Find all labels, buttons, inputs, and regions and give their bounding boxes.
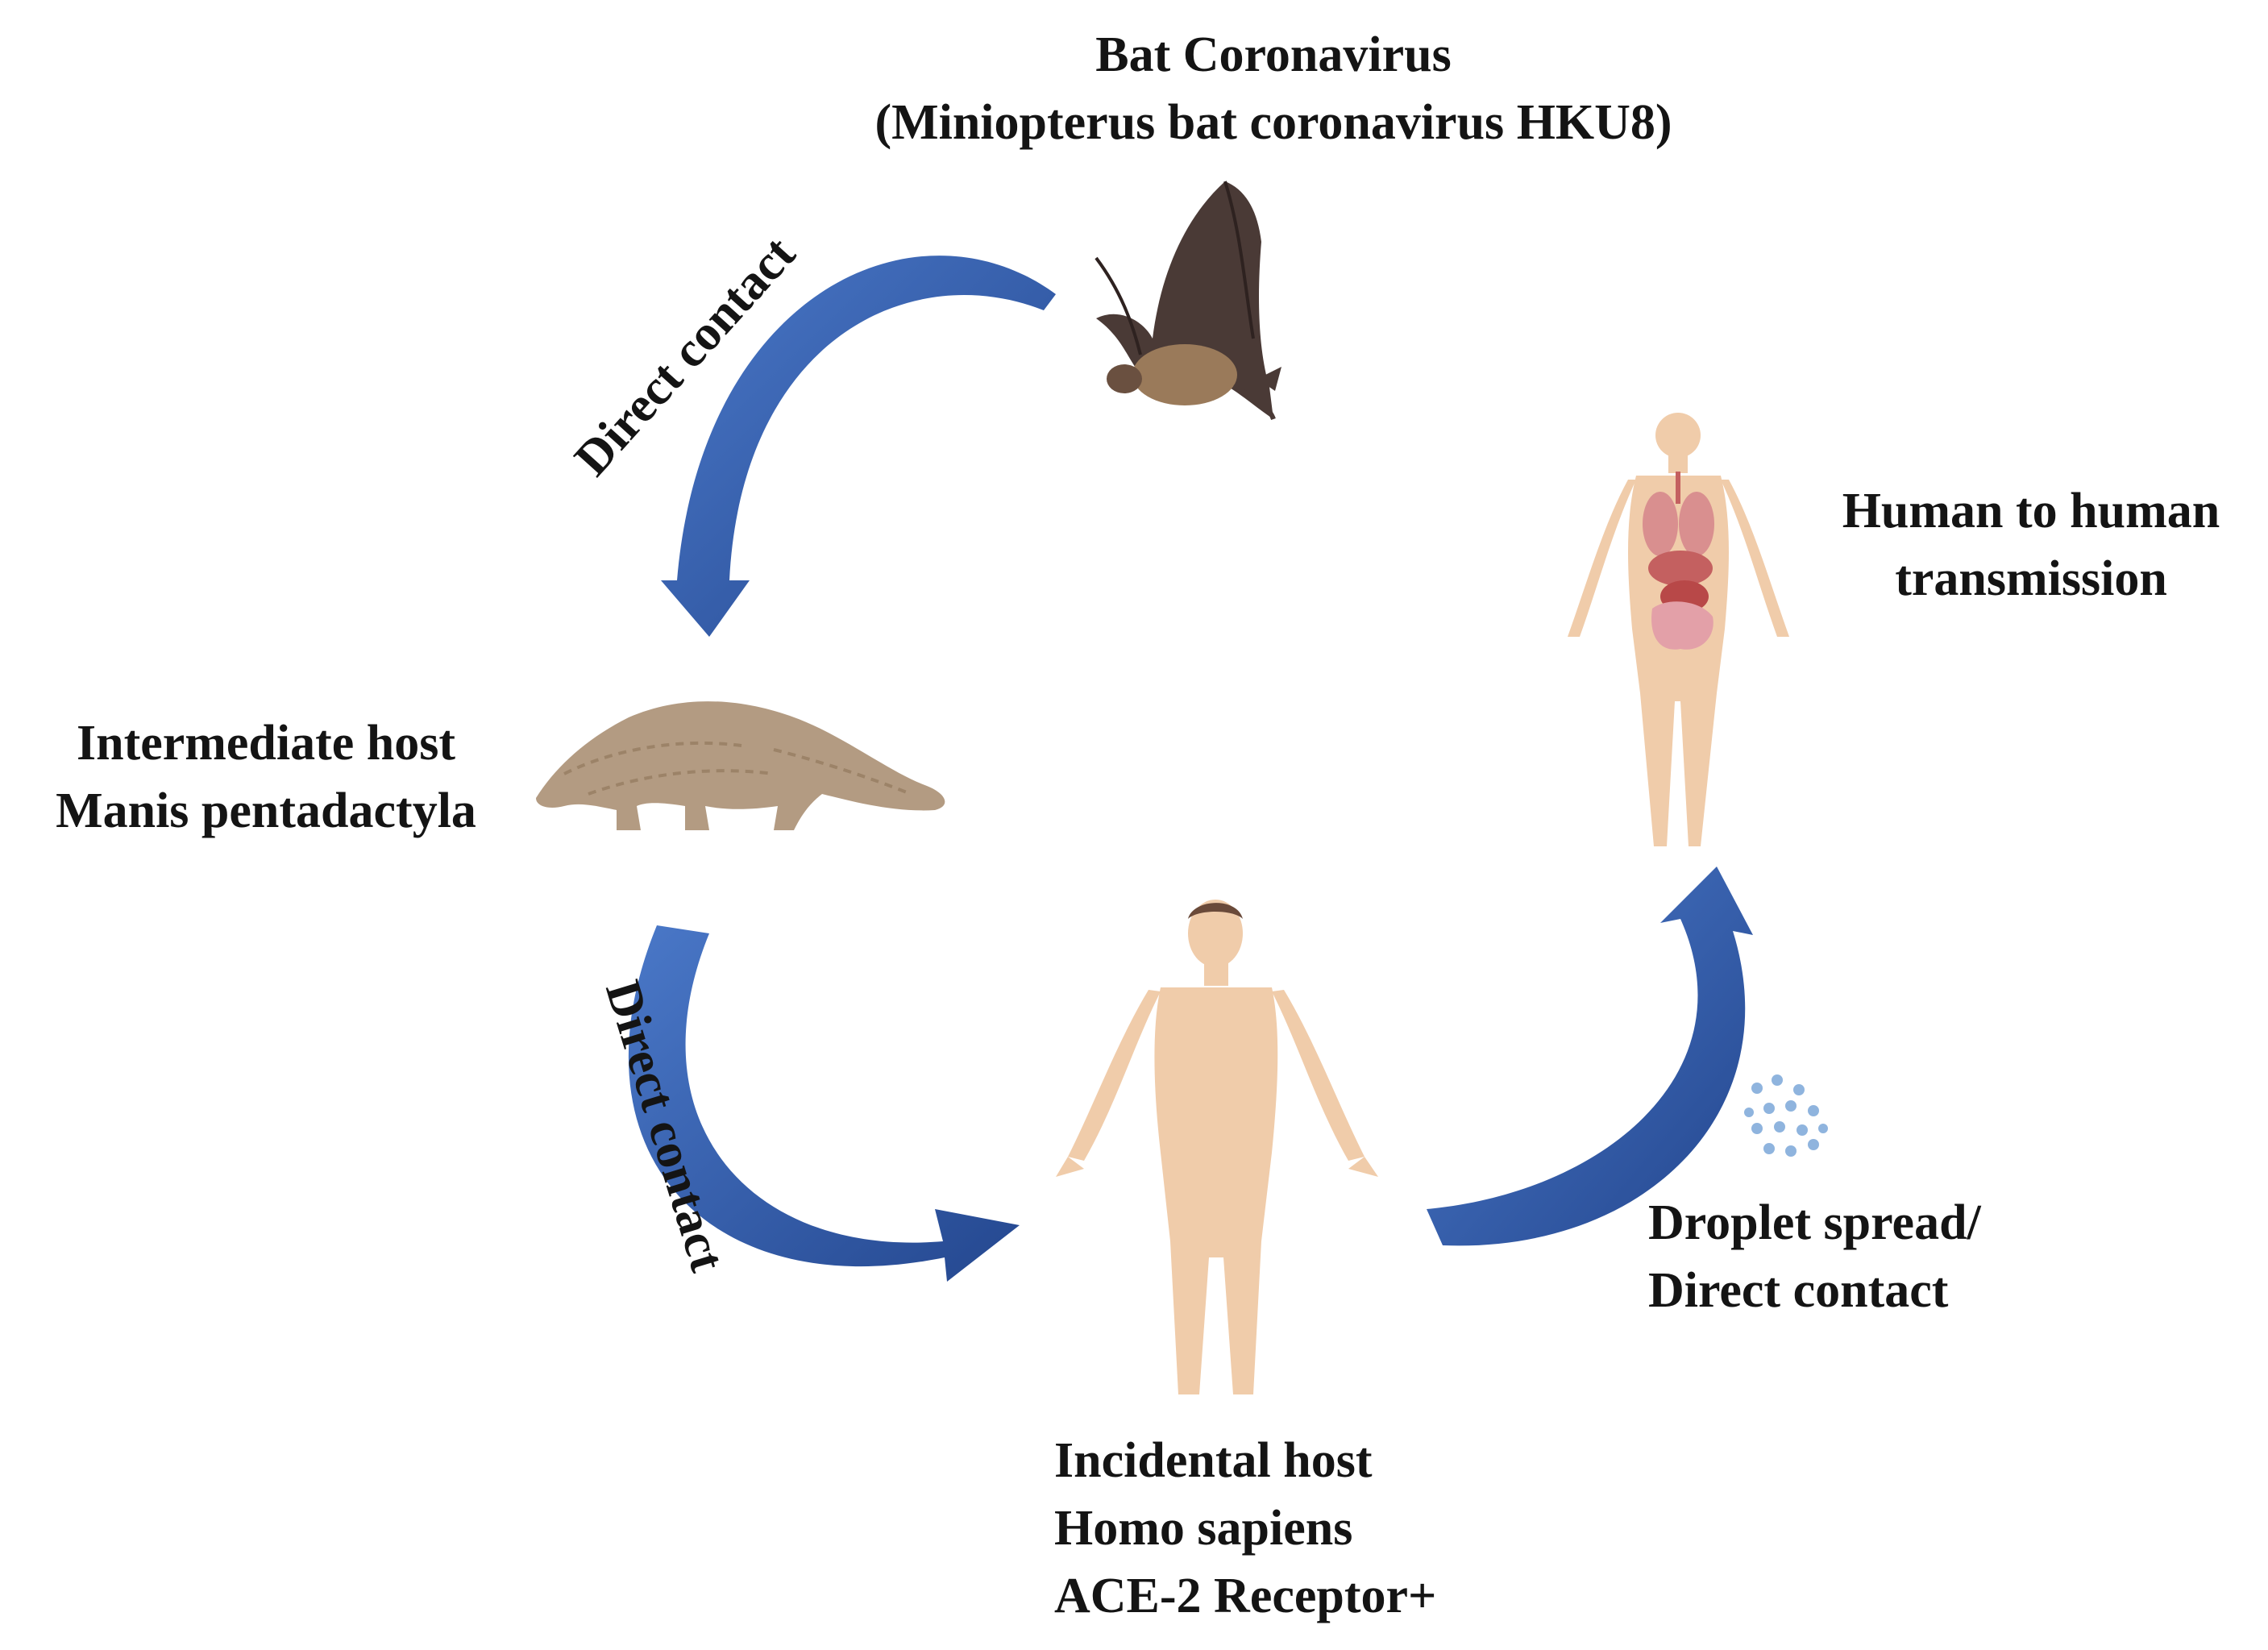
incidental-host-line2: Homo sapiens <box>1054 1501 1353 1556</box>
arrow-bat-to-pangolin <box>661 256 1056 637</box>
arrow-human-to-human <box>1427 867 1753 1246</box>
human-illustration <box>1056 900 1378 1394</box>
incidental-host-label: Incidental host Homo sapiens ACE-2 Recep… <box>1054 1427 1554 1630</box>
incidental-host-line3: ACE-2 Receptor+ <box>1054 1569 1437 1623</box>
intermediate-host-line1: Intermediate host <box>76 716 456 771</box>
droplet-label: Droplet spread/ Direct contact <box>1648 1189 2100 1324</box>
droplets-icon <box>1744 1074 1828 1157</box>
arrow-pangolin-to-human <box>628 925 1020 1282</box>
droplet-line2: Direct contact <box>1648 1263 1949 1318</box>
bat-label-line1: Bat Coronavirus <box>1095 27 1452 82</box>
incidental-host-line1: Incidental host <box>1054 1433 1373 1488</box>
pangolin-illustration <box>536 701 945 830</box>
human-to-human-line2: transmission <box>1895 551 2167 606</box>
droplet-line1: Droplet spread/ <box>1648 1195 1981 1250</box>
bat-label-line2: (Miniopterus bat coronavirus HKU8) <box>874 95 1672 150</box>
human-anatomy-illustration <box>1568 413 1789 846</box>
intermediate-host-label: Intermediate host Manis pentadactyla <box>16 709 516 845</box>
human-to-human-line1: Human to human <box>1842 484 2220 538</box>
bat-label: Bat Coronavirus (Miniopterus bat coronav… <box>790 21 1757 156</box>
human-to-human-label: Human to human transmission <box>1805 477 2257 613</box>
intermediate-host-line2: Manis pentadactyla <box>56 783 476 838</box>
bat-illustration <box>1095 181 1281 421</box>
